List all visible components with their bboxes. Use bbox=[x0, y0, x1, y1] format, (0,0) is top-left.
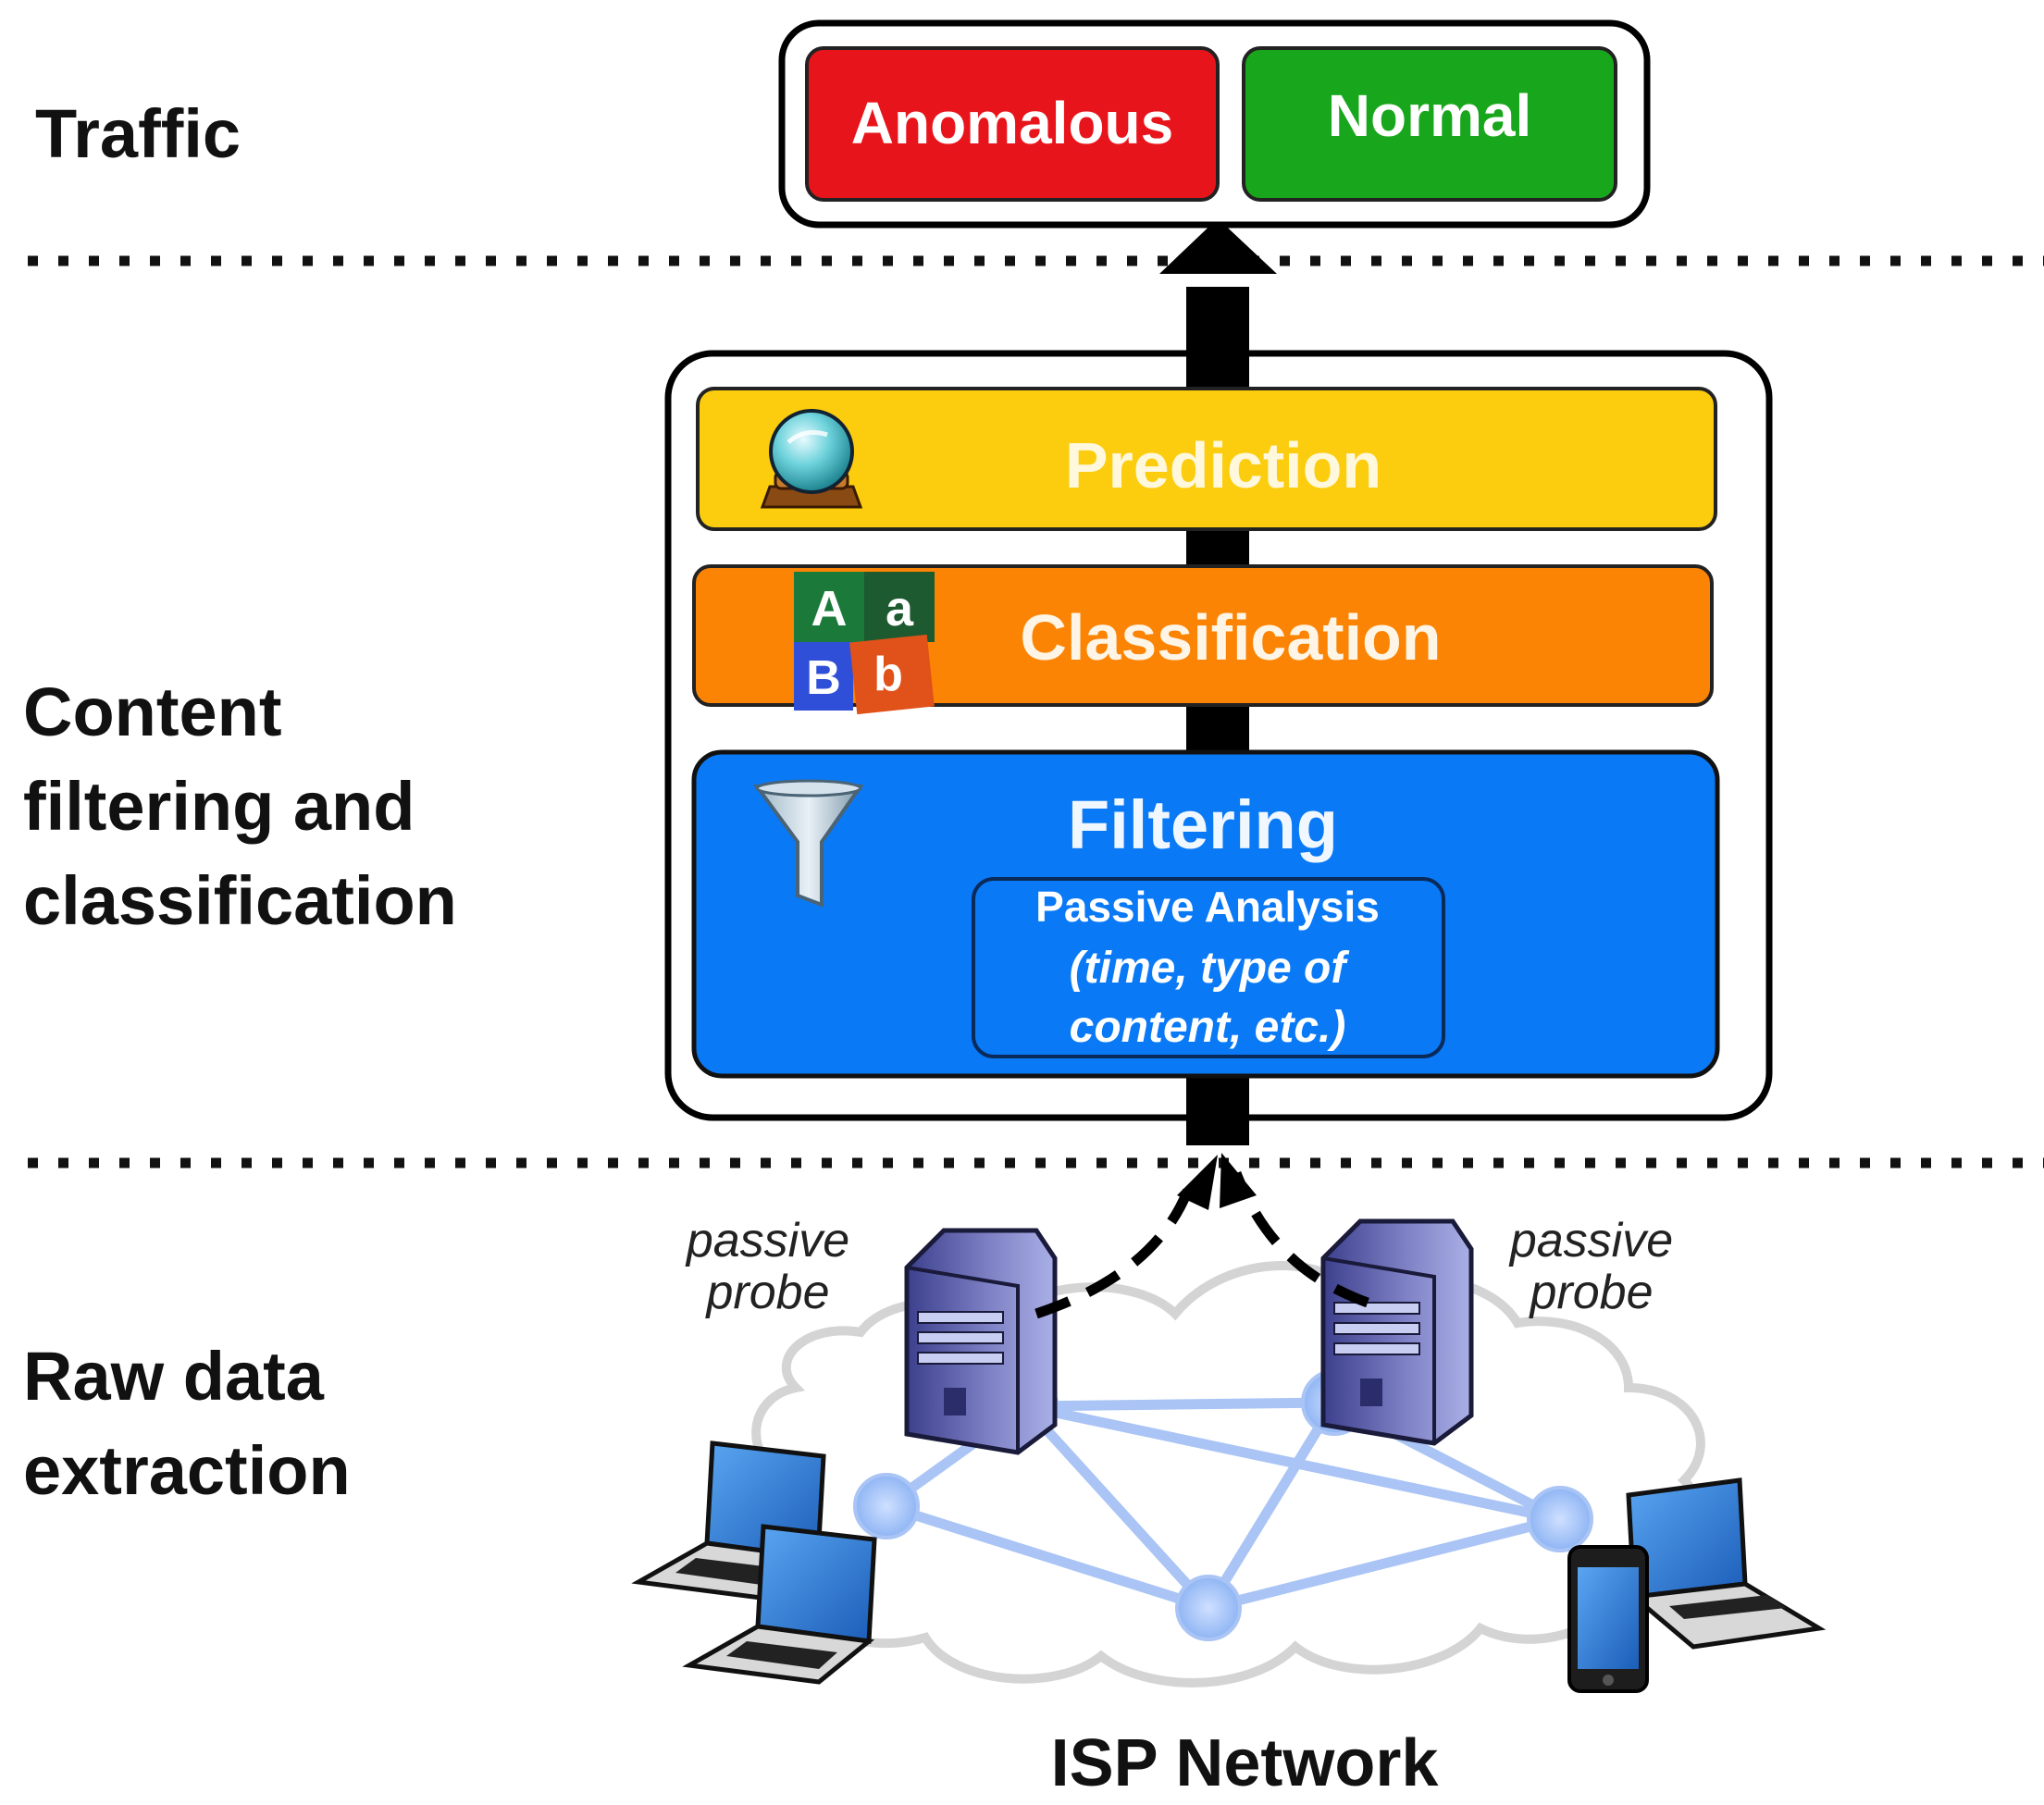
normal-box: Normal bbox=[1242, 46, 1617, 202]
filtering-layer: Filtering Passive Analysis (time, type o… bbox=[691, 749, 1720, 1079]
network-node bbox=[853, 1473, 920, 1539]
probe-arrow-head-right bbox=[1220, 1153, 1257, 1208]
prediction-label: Prediction bbox=[1065, 429, 1381, 501]
probe-label-right-line2: probe bbox=[1529, 1266, 1654, 1319]
section-label-content-line2: filtering and bbox=[23, 768, 415, 845]
funnel-icon bbox=[753, 779, 864, 908]
classification-label: Classification bbox=[1020, 601, 1441, 674]
probe-arrow-head-left bbox=[1177, 1155, 1218, 1210]
laptop-icon bbox=[1626, 1477, 1827, 1650]
filtering-label: Filtering bbox=[1068, 786, 1338, 863]
probe-label-left-line2: probe bbox=[705, 1266, 830, 1319]
section-label-content-line1: Content bbox=[23, 674, 282, 750]
classification-layer: Classification A a B b bbox=[692, 564, 1714, 715]
server-icon bbox=[904, 1228, 1058, 1455]
anomalous-box: Anomalous bbox=[805, 46, 1220, 202]
network-node bbox=[1175, 1575, 1242, 1641]
passive-analysis-title: Passive Analysis bbox=[1035, 883, 1380, 931]
isp-network-label: ISP Network bbox=[1051, 1726, 1440, 1800]
svg-text:A: A bbox=[811, 581, 848, 637]
upward-arrow-head bbox=[1159, 218, 1277, 274]
section-label-raw-line1: Raw data bbox=[23, 1338, 325, 1415]
crystal-ball-icon bbox=[760, 409, 863, 509]
anomalous-label: Anomalous bbox=[851, 90, 1173, 156]
probe-label-left-line1: passive bbox=[685, 1214, 849, 1267]
passive-analysis-line3: content, etc.) bbox=[1070, 1003, 1346, 1052]
passive-analysis-line2: (time, type of bbox=[1070, 944, 1350, 993]
laptop-icon bbox=[682, 1524, 877, 1685]
svg-text:b: b bbox=[873, 648, 903, 701]
section-label-traffic: Traffic bbox=[35, 95, 241, 172]
probe-label-right-line1: passive bbox=[1508, 1214, 1673, 1267]
section-label-content-line3: classification bbox=[23, 862, 457, 939]
normal-label: Normal bbox=[1328, 82, 1532, 149]
passive-analysis-box: Passive Analysis (time, type of content,… bbox=[972, 877, 1445, 1058]
server-icon bbox=[1320, 1218, 1474, 1446]
svg-text:a: a bbox=[886, 581, 914, 637]
network-node bbox=[1527, 1486, 1593, 1552]
svg-text:B: B bbox=[806, 651, 841, 705]
smartphone-icon bbox=[1567, 1545, 1649, 1693]
section-label-raw-line2: extraction bbox=[23, 1432, 351, 1509]
letter-blocks-icon: A a B b bbox=[794, 572, 935, 715]
prediction-layer: Prediction bbox=[696, 387, 1717, 531]
